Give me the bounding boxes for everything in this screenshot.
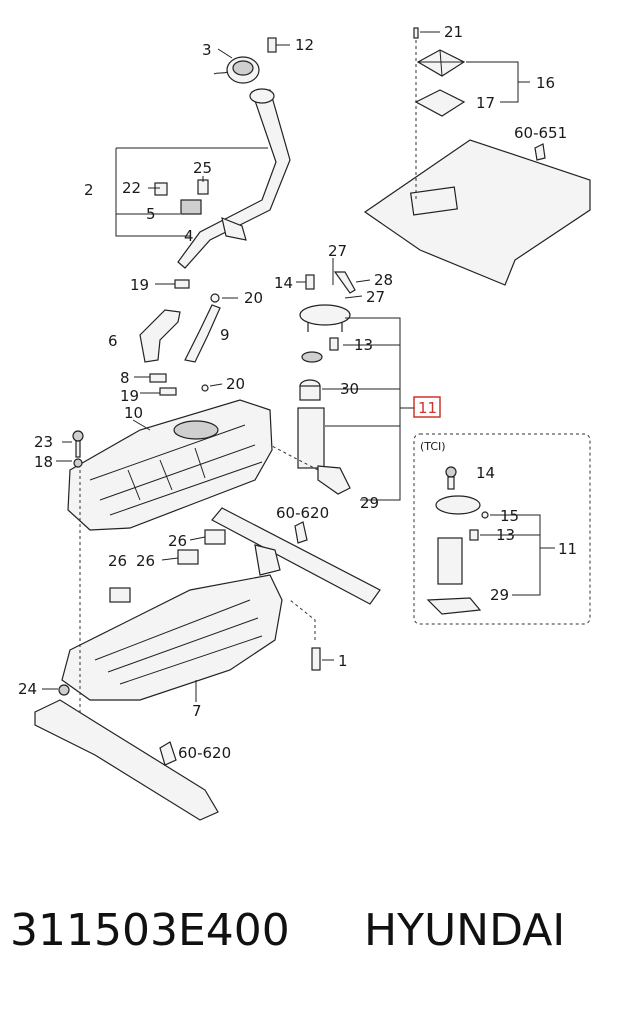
label-2: 2 (84, 181, 94, 199)
label-13-b: 13 (496, 526, 515, 544)
ref-60-651: 60-651 (514, 124, 567, 142)
label-7: 7 (192, 702, 202, 720)
filler-neck-assembly (115, 37, 291, 269)
label-25: 25 (193, 159, 212, 177)
label-19-a: 19 (130, 276, 149, 294)
crossmember-and-brackets (34, 507, 381, 821)
label-26-b: 26 (108, 552, 127, 570)
label-20-a: 20 (244, 289, 263, 307)
exploded-parts-diagram: 3 12 25 2 22 5 4 19 20 6 9 8 19 20 10 23… (18, 23, 591, 821)
label-30: 30 (340, 380, 359, 398)
label-23: 23 (34, 433, 53, 451)
hoses-and-clamps (134, 279, 238, 396)
label-24: 24 (18, 680, 37, 698)
tank-protector (42, 470, 334, 720)
label-4: 4 (184, 227, 194, 245)
label-16: 16 (536, 74, 555, 92)
highlight-box-11 (413, 396, 441, 418)
label-3: 3 (202, 41, 212, 59)
label-5: 5 (146, 205, 156, 223)
label-6: 6 (108, 332, 118, 350)
label-9: 9 (220, 326, 230, 344)
label-27-a: 27 (328, 242, 347, 260)
callout-labels: 3 12 25 2 22 5 4 19 20 6 9 8 19 20 10 23… (18, 23, 577, 762)
label-29-b: 29 (490, 586, 509, 604)
label-14-b: 14 (476, 464, 495, 482)
label-14-a: 14 (274, 274, 293, 292)
label-27-b: 27 (366, 288, 385, 306)
label-13-a: 13 (354, 336, 373, 354)
label-26-c: 26 (136, 552, 155, 570)
label-22: 22 (122, 179, 141, 197)
label-19-b: 19 (120, 387, 139, 405)
tci-variant-box (413, 433, 591, 625)
tci-label: (TCI) (420, 440, 446, 453)
label-17: 17 (476, 94, 495, 112)
label-11-tci: 11 (558, 540, 577, 558)
floor-panel-upper (363, 27, 591, 286)
ref-60-620-a: 60-620 (276, 504, 329, 522)
label-8: 8 (120, 369, 130, 387)
label-15: 15 (500, 507, 519, 525)
fuel-tank (56, 399, 273, 531)
ref-60-620-b: 60-620 (178, 744, 231, 762)
fuel-pump-module (269, 258, 415, 501)
label-21: 21 (444, 23, 463, 41)
label-12: 12 (295, 36, 314, 54)
part-number: 311503E400 (10, 905, 290, 956)
label-29-a: 29 (360, 494, 379, 512)
label-28: 28 (374, 271, 393, 289)
label-11-main: 11 (418, 399, 437, 417)
label-20-b: 20 (226, 375, 245, 393)
label-18: 18 (34, 453, 53, 471)
label-1: 1 (338, 652, 348, 670)
label-26-a: 26 (168, 532, 187, 550)
label-10: 10 (124, 404, 143, 422)
part-caption: 311503E400 HYUNDAI (0, 905, 621, 975)
brand-name: HYUNDAI (364, 905, 566, 956)
